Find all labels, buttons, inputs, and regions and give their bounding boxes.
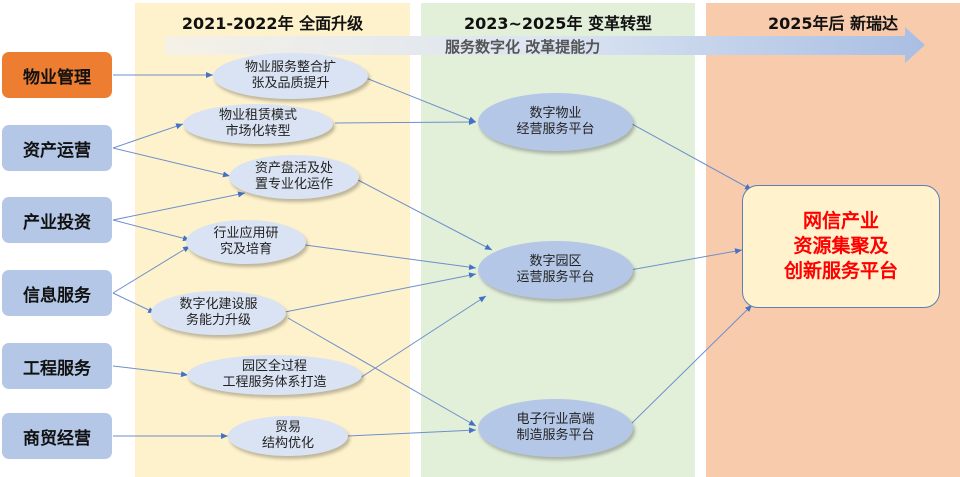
initiative-line: 市场化转型 [225, 124, 291, 139]
initiative-line: 园区全过程 [241, 359, 307, 374]
initiative-4: 行业应用研究及培育 [186, 220, 306, 264]
initiative-7: 贸易结构优化 [228, 416, 348, 456]
initiative-line: 工程服务体系打造 [222, 375, 327, 390]
source-property-management[interactable]: 物业管理 [2, 52, 112, 98]
initiative-line: 贸易 [274, 420, 301, 435]
initiative-line: 究及培育 [219, 242, 272, 257]
final-line: 网信产业 [802, 210, 879, 232]
platform-line: 制造服务平台 [516, 428, 595, 443]
initiative-line: 置专业化运作 [254, 177, 333, 192]
platform-line: 电子行业高端 [516, 412, 595, 427]
source-trade[interactable]: 商贸经营 [2, 413, 112, 459]
platform-electronics-manufacturing: 电子行业高端制造服务平台 [478, 399, 633, 457]
final-line: 创新服务平台 [783, 260, 898, 282]
initiative-line: 资产盘活及处 [254, 161, 333, 176]
banner-text: 服务数字化 改革提能力 [445, 38, 601, 56]
initiative-line: 张及品质提升 [251, 76, 330, 91]
final-platform: 网信产业资源集聚及创新服务平台 [742, 185, 940, 308]
phase-title: 2025年后 新瑞达 [767, 14, 899, 33]
platform-digital-property: 数字物业经营服务平台 [478, 93, 633, 151]
source-industry-investment[interactable]: 产业投资 [2, 197, 112, 243]
initiative-line: 结构优化 [261, 436, 314, 451]
initiative-2: 物业租赁模式市场化转型 [183, 104, 333, 144]
platform-digital-park: 数字园区运营服务平台 [478, 241, 633, 299]
source-engineering-service[interactable]: 工程服务 [2, 343, 112, 389]
platform-line: 数字物业 [529, 106, 582, 121]
initiative-line: 物业租赁模式 [218, 108, 297, 123]
phase-column-2: 2023~2025年 变革转型 [421, 3, 695, 477]
initiative-line: 物业服务整合扩 [244, 60, 336, 75]
initiative-line: 务能力升级 [185, 313, 251, 328]
initiative-line: 数字化建设服 [179, 297, 258, 312]
source-asset-operation[interactable]: 资产运营 [2, 125, 112, 171]
initiative-5: 数字化建设服务能力升级 [151, 291, 286, 335]
final-line: 资源集聚及 [793, 235, 889, 257]
phase-title: 2021-2022年 全面升级 [181, 14, 364, 33]
initiative-3: 资产盘活及处置专业化运作 [229, 155, 359, 199]
platform-line: 经营服务平台 [516, 122, 595, 137]
platform-line: 运营服务平台 [516, 270, 595, 285]
source-information-service[interactable]: 信息服务 [2, 270, 112, 316]
phase-title: 2023~2025年 变革转型 [463, 14, 653, 33]
initiative-1: 物业服务整合扩张及品质提升 [213, 53, 368, 99]
initiative-line: 行业应用研 [213, 226, 279, 241]
initiative-6: 园区全过程工程服务体系打造 [187, 355, 362, 395]
platform-line: 数字园区 [529, 254, 582, 269]
